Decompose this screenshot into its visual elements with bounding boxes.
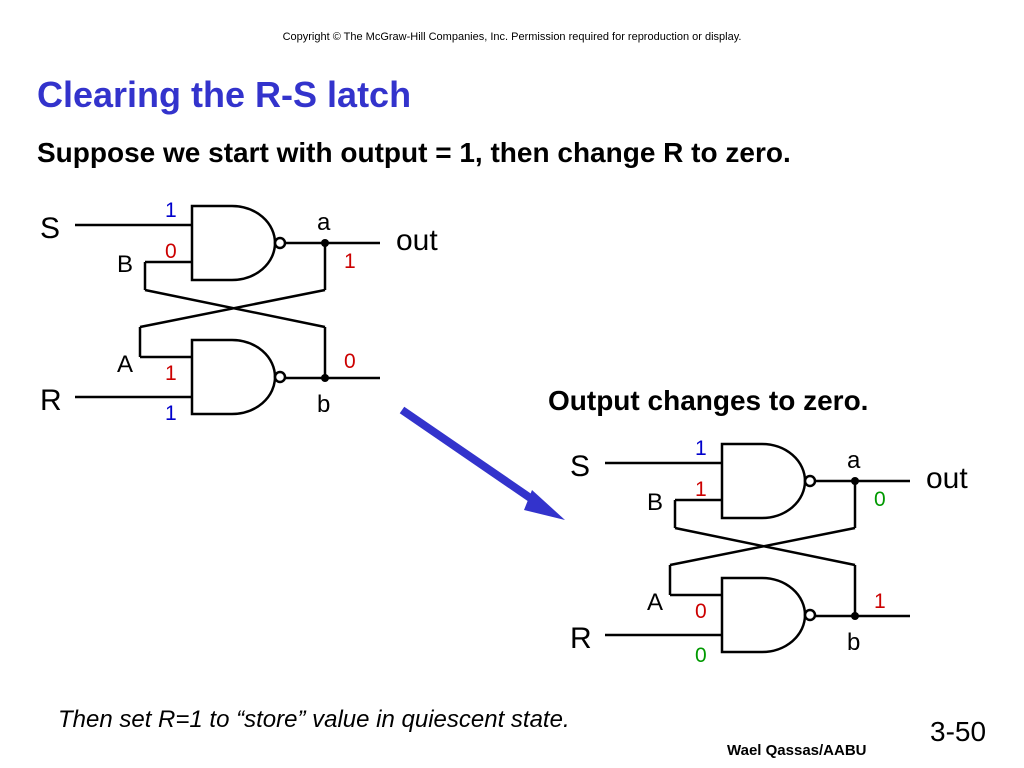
b-output-label: b <box>317 391 330 418</box>
slide-subtitle: Suppose we start with output = 1, then c… <box>37 137 791 168</box>
r-label-2: R <box>570 622 592 655</box>
value-a-in: 1 <box>165 362 177 385</box>
slide-number: 3-50 <box>930 716 987 747</box>
cross-wire-a-2 <box>669 526 856 567</box>
transition-arrow <box>399 406 545 510</box>
value-b-out: 0 <box>344 350 356 373</box>
value-s-in-2: 1 <box>695 437 707 460</box>
a-output-label-2: a <box>847 447 861 474</box>
latch-result: S R B A a b out 1 1 0 0 0 1 <box>570 437 968 667</box>
nand-gate-bottom <box>190 338 277 416</box>
nand-gate-top <box>190 204 277 282</box>
slide-title: Clearing the R-S latch <box>37 74 412 115</box>
out-label: out <box>396 224 438 257</box>
b-node-label-2: B <box>647 489 663 516</box>
arrow-head-icon <box>524 490 565 520</box>
nand-gate-top-2 <box>720 442 807 520</box>
a-node-label-2: A <box>647 589 663 616</box>
cross-wire-a <box>139 288 326 329</box>
copyright-notice: Copyright © The McGraw-Hill Companies, I… <box>282 31 742 43</box>
value-a-out-2: 0 <box>874 488 886 511</box>
junction-dot-a-2 <box>851 477 859 485</box>
b-output-label-2: b <box>847 629 860 656</box>
r-label: R <box>40 384 62 417</box>
b-node-label: B <box>117 251 133 278</box>
value-s-in: 1 <box>165 199 177 222</box>
s-label: S <box>40 212 60 245</box>
junction-dot-a <box>321 239 329 247</box>
junction-dot-b <box>321 374 329 382</box>
junction-dot-b-2 <box>851 612 859 620</box>
inverter-bubble-bottom-2 <box>803 608 817 622</box>
inverter-bubble-bottom <box>273 370 287 384</box>
value-r-in: 1 <box>165 402 177 425</box>
inverter-bubble-top-2 <box>803 474 817 488</box>
out-label-2: out <box>926 462 968 495</box>
nand-gate-bottom-2 <box>720 576 807 654</box>
value-a-in-2: 0 <box>695 600 707 623</box>
a-node-label: A <box>117 351 133 378</box>
inverter-bubble-top <box>273 236 287 250</box>
value-b-out-2: 1 <box>874 590 886 613</box>
value-a-out: 1 <box>344 250 356 273</box>
a-output-label: a <box>317 209 331 236</box>
output-change-caption: Output changes to zero. <box>548 385 869 416</box>
value-b-in-2: 1 <box>695 478 707 501</box>
value-r-in-2: 0 <box>695 644 707 667</box>
author-credit: Wael Qassas/AABU <box>727 742 867 759</box>
value-b-in: 0 <box>165 240 177 263</box>
s-label-2: S <box>570 450 590 483</box>
footer-note: Then set R=1 to “store” value in quiesce… <box>58 706 570 733</box>
latch-initial: S R B A a b out 1 0 1 1 1 0 <box>40 199 438 425</box>
